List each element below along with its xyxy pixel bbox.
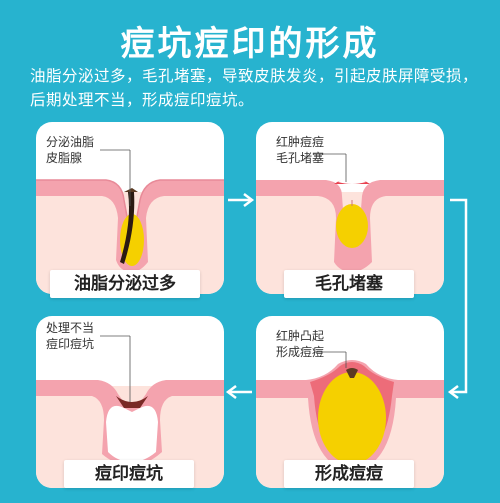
stage-label-line1: 红肿痘痘 — [276, 135, 325, 149]
stage-label-line1: 分泌油脂 — [46, 135, 95, 149]
stage-label-pimple: 红肿凸起 形成痘痘 — [276, 328, 324, 360]
arrow-right-icon — [228, 193, 255, 207]
arrow-down-icon — [447, 198, 468, 399]
arrow-left-icon — [225, 385, 252, 399]
stage-label-line2: 痘印痘坑 — [46, 337, 95, 351]
page-title: 痘坑痘印的形成 — [120, 24, 380, 64]
page-subtitle: 油脂分泌过多，毛孔堵塞，导致皮肤发炎，引起皮肤屏障受损，后期处理不当，形成痘印痘… — [30, 67, 479, 109]
stage-label-blocked: 红肿痘痘 毛孔堵塞 — [276, 134, 324, 166]
stage-label-line2: 形成痘痘 — [276, 345, 325, 359]
stage-caption-scar: 痘印痘坑 — [64, 460, 194, 488]
stage-caption-oil: 油脂分泌过多 — [50, 270, 200, 298]
stage-label-line1: 处理不当 — [46, 321, 95, 335]
stage-label-line1: 红肿凸起 — [276, 329, 325, 343]
stage-caption-blocked: 毛孔堵塞 — [284, 270, 414, 298]
stage-caption-pimple: 形成痘痘 — [284, 460, 414, 488]
stage-label-scar: 处理不当 痘印痘坑 — [46, 320, 94, 352]
stage-label-oil: 分泌油脂 皮脂腺 — [46, 134, 94, 166]
stage-label-line2: 皮脂腺 — [46, 151, 83, 165]
stage-label-line2: 毛孔堵塞 — [276, 151, 325, 165]
